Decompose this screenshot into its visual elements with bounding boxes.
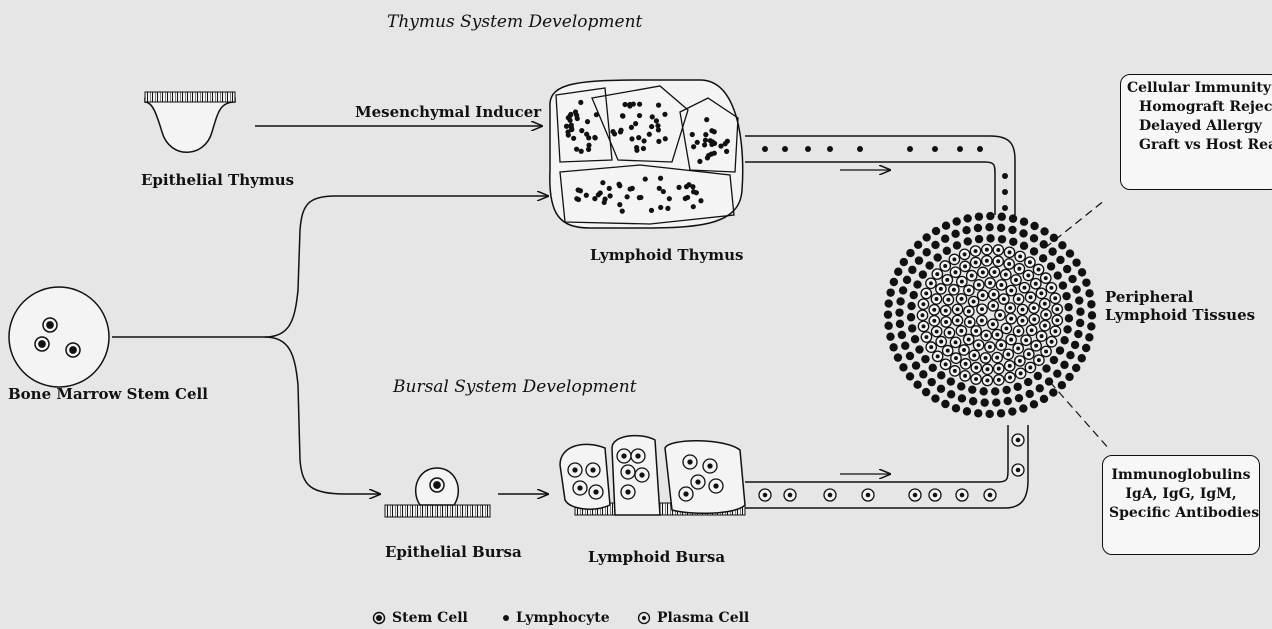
bursal-title: Bursal System Development [393, 377, 637, 397]
thymus-title: Thymus System Development [387, 12, 642, 32]
epithelial-bursa-shape [385, 468, 490, 517]
epithelial-bursa-label: Epithelial Bursa [385, 544, 522, 561]
immunoglobulins-heading: Immunoglobulins [1109, 466, 1253, 485]
cellular-immunity-heading: Cellular Immunity [1127, 79, 1272, 98]
immunoglobulins-box: Immunoglobulins IgA, IgG, IgM, Specific … [1102, 455, 1260, 555]
cellular-immunity-box: Cellular Immunity Homograft Rejection De… [1120, 74, 1272, 190]
legend-stem-cell-label: Stem Cell [392, 610, 468, 626]
bursal-duct [745, 425, 1028, 508]
stem-cell-symbol-icon [372, 611, 386, 625]
legend-lymphocyte: Lymphocyte [502, 610, 610, 626]
stem-cell-branches [112, 196, 548, 494]
epithelial-thymus-label: Epithelial Thymus [141, 172, 294, 189]
cellular-immunity-item: Delayed Allergy [1127, 117, 1272, 136]
immunoglobulins-item: Specific Antibodies [1109, 504, 1253, 523]
lymphoid-thymus-label: Lymphoid Thymus [590, 247, 743, 264]
peripheral-label-line1: Peripheral [1105, 289, 1193, 306]
peripheral-lymphoid-tissue-shape [884, 212, 1096, 418]
lymphocyte-symbol-icon [502, 614, 510, 622]
thymus-duct [745, 136, 1015, 215]
legend-lymphocyte-label: Lymphocyte [516, 610, 610, 626]
legend-plasma-cell: Plasma Cell [637, 610, 749, 626]
cellular-immunity-item: Homograft Rejection [1127, 98, 1272, 117]
immunoglobulins-item: IgA, IgG, IgM, [1109, 485, 1253, 504]
cellular-immunity-item: Graft vs Host Reactivity [1127, 136, 1272, 155]
bone-marrow-stem-cell-shape [9, 287, 109, 387]
lymphoid-thymus-shape [550, 80, 743, 228]
bone-marrow-label: Bone Marrow Stem Cell [8, 386, 208, 403]
plasma-cell-symbol-icon [637, 611, 651, 625]
legend-stem-cell: Stem Cell [372, 610, 468, 626]
lymphoid-bursa-label: Lymphoid Bursa [588, 549, 725, 566]
immuno-connector [1050, 382, 1110, 450]
mesenchymal-inducer-label: Mesenchymal Inducer [355, 104, 541, 121]
lymphoid-bursa-shape [560, 436, 745, 515]
legend-plasma-cell-label: Plasma Cell [657, 610, 749, 626]
peripheral-label-line2: Lymphoid Tissues [1105, 307, 1255, 324]
epithelial-thymus-shape [145, 92, 235, 152]
